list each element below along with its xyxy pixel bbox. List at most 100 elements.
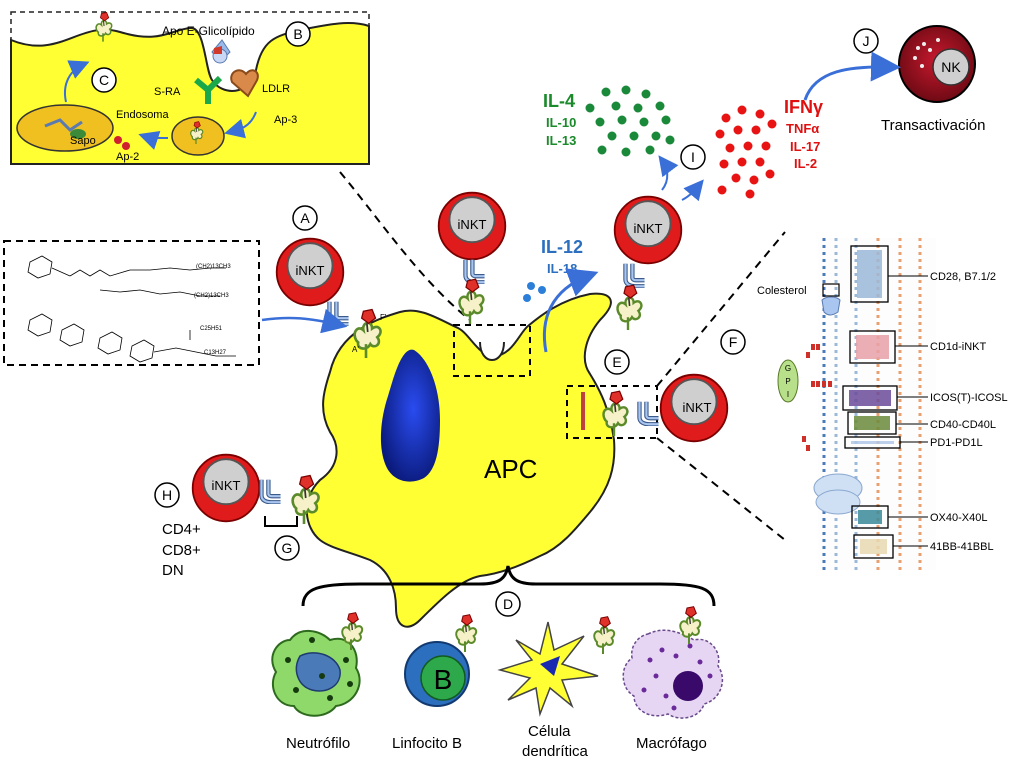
letter-d-badge: D xyxy=(495,591,521,617)
svg-text:iNKT: iNKT xyxy=(634,221,663,236)
receptor-boxes xyxy=(842,245,928,559)
d-brace xyxy=(301,565,716,607)
th1-dot xyxy=(765,169,775,179)
lipid-structure-text: (CH2)13CH3 (CH2)13CH3 C25H51 C13H27 xyxy=(194,264,231,356)
neutrophil-label: Neutrófilo xyxy=(286,735,350,752)
svg-text:B: B xyxy=(293,26,302,42)
zoom-connector-b xyxy=(339,171,471,321)
svg-text:J: J xyxy=(863,33,870,49)
th2-dot xyxy=(611,101,621,111)
macrophage-label: Macrófago xyxy=(636,735,707,752)
th2-dot xyxy=(641,89,651,99)
vesicle-protein xyxy=(813,473,863,515)
th1-dot xyxy=(733,125,743,135)
panel-b-arrows xyxy=(64,60,257,150)
receptor-pair-label: ICOS(T)-ICOSL xyxy=(930,392,1008,404)
svg-text:I: I xyxy=(787,390,789,399)
th2-dot xyxy=(597,145,607,155)
th2-dot xyxy=(617,115,627,125)
th1-dot xyxy=(751,125,761,135)
dendritic-label-2: dendrítica xyxy=(522,743,589,760)
svg-text:(CH2)13CH3: (CH2)13CH3 xyxy=(196,264,231,270)
th1-dot xyxy=(719,159,729,169)
th1-dot xyxy=(755,157,765,167)
transactivation-label: Transactivación xyxy=(881,117,986,134)
receptor-pair-label: PD1-PD1L xyxy=(930,437,983,449)
b-lymphocyte-cell: B xyxy=(404,613,478,707)
ap2-icon xyxy=(114,136,130,150)
svg-text:I: I xyxy=(691,149,695,165)
th1-dot xyxy=(725,143,735,153)
th2-dot xyxy=(621,85,631,95)
ldlr-label: LDLR xyxy=(262,83,290,95)
th2-cytokine-dots xyxy=(585,85,675,157)
apc-pocket xyxy=(479,341,505,361)
apc-label: APC xyxy=(484,454,537,484)
antigen-fragments xyxy=(802,344,832,451)
receptor-box xyxy=(853,534,928,559)
th1-dot xyxy=(755,109,765,119)
lipid-structure-drawing xyxy=(27,255,236,363)
arrow-to-nk xyxy=(803,51,901,101)
th1-dot xyxy=(767,119,777,129)
svg-text:H: H xyxy=(162,487,172,503)
gpi-anchor: G P I xyxy=(777,359,799,403)
th1-dot xyxy=(743,141,753,151)
svg-text:IL-2: IL-2 xyxy=(794,156,817,171)
receptor-pair-label: 41BB-41BBL xyxy=(930,541,994,553)
svg-text:iNKT: iNKT xyxy=(296,263,325,278)
svg-text:CD4+: CD4+ xyxy=(162,521,201,538)
inkt-subsets: CD4+ CD8+ DN xyxy=(162,521,201,579)
zoom-box-b xyxy=(453,324,531,377)
th2-dot xyxy=(601,87,611,97)
apc-cell xyxy=(305,292,616,628)
svg-text:P: P xyxy=(785,377,790,386)
inkt-cell-a: iNKT xyxy=(275,237,382,358)
th1-cytokine-dots xyxy=(715,105,777,199)
svg-text:DN: DN xyxy=(162,562,184,579)
letter-b-badge: B xyxy=(285,21,311,47)
letter-a-badge: A xyxy=(292,205,318,231)
th1-dot xyxy=(717,185,727,195)
svg-text:TNFα: TNFα xyxy=(786,121,819,136)
endosome-label: Endosoma xyxy=(116,109,169,121)
svg-text:F: F xyxy=(729,334,738,350)
inkt-cell-h: iNKT xyxy=(191,453,320,524)
th1-dot xyxy=(721,113,731,123)
svg-text:IL-17: IL-17 xyxy=(790,139,820,154)
th1-dot xyxy=(745,189,755,199)
th2-dot xyxy=(585,103,595,113)
th2-dot xyxy=(651,131,661,141)
receptor-box xyxy=(850,245,928,303)
arrow-to-th2 xyxy=(658,155,679,191)
svg-text:(CH2)13CH3: (CH2)13CH3 xyxy=(194,293,229,299)
endosome-vesicle xyxy=(171,116,225,156)
colesterol-marker xyxy=(821,283,841,316)
th1-dot xyxy=(731,173,741,183)
neutrophil-cell xyxy=(271,611,364,717)
svg-text:A: A xyxy=(300,210,310,226)
small-a-label: A' xyxy=(352,345,359,354)
receptor-box xyxy=(844,436,928,449)
th2-dot xyxy=(655,101,665,111)
svg-text:CD8+: CD8+ xyxy=(162,542,201,559)
il18-label: IL-18 xyxy=(547,261,577,276)
receptor-pair-label: OX40-X40L xyxy=(930,512,987,524)
svg-text:G: G xyxy=(785,364,791,373)
th1-dot xyxy=(761,141,771,151)
svg-text:C25H51: C25H51 xyxy=(200,326,223,332)
svg-text:iNKT: iNKT xyxy=(458,217,487,232)
svg-text:G: G xyxy=(282,540,293,556)
th2-dot xyxy=(661,115,671,125)
receptor-pair-label: CD40-CD40L xyxy=(930,419,996,431)
inkt-cell-i: iNKT xyxy=(613,195,683,330)
th2-cytokines: IL-4 IL-10 IL-13 xyxy=(543,91,576,148)
th2-dot xyxy=(639,117,649,127)
receptor-pair-label: CD1d-iNKT xyxy=(930,341,987,353)
ldlr-icon xyxy=(230,69,259,98)
endosome-large xyxy=(16,104,114,152)
il12-dots xyxy=(523,282,546,302)
receptor-pair-label: CD28, B7.1/2 xyxy=(930,271,996,283)
letter-c-badge: C xyxy=(91,67,117,93)
svg-text:C: C xyxy=(99,72,109,88)
